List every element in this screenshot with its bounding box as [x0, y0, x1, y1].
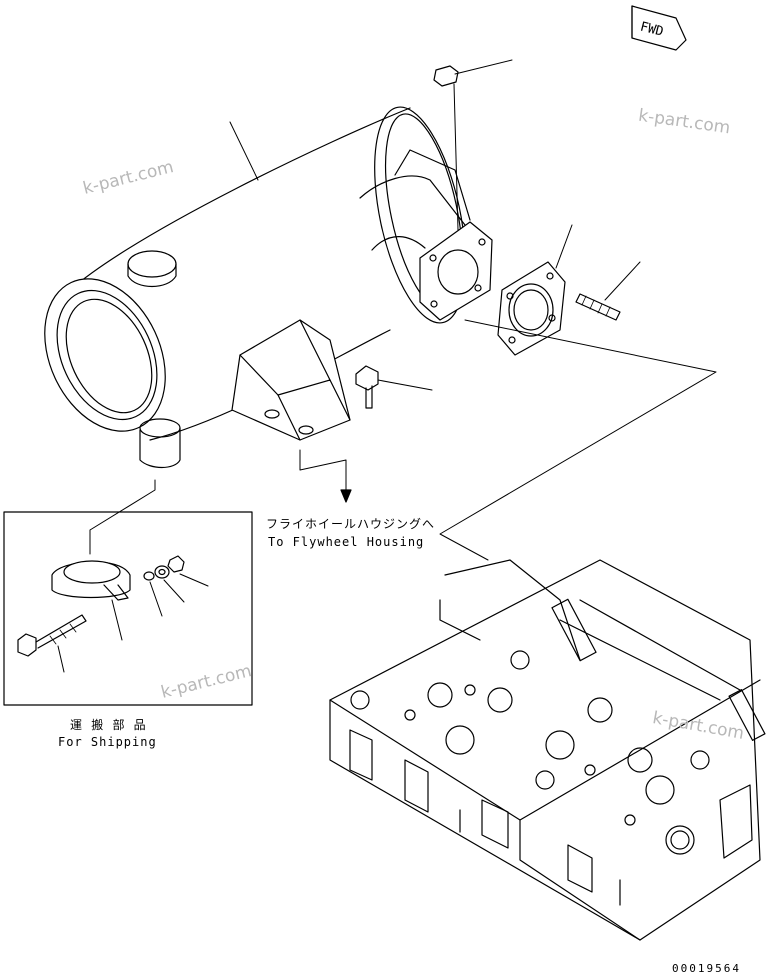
gasket-part [497, 224, 573, 356]
fwd-arrow-icon: FWD [631, 5, 687, 51]
flywheel-label-jp: フライホイールハウジングへ [266, 517, 436, 531]
drawing-number: 00019564 [672, 962, 741, 975]
fwd-label: FWD [639, 20, 666, 40]
stud-part [575, 261, 641, 321]
nut-part [433, 59, 513, 231]
cylinder-head [329, 559, 766, 941]
bolt-part [355, 365, 433, 409]
shipping-parts-box [3, 479, 253, 706]
shipping-label-en: For Shipping [58, 735, 157, 749]
flywheel-label-en: To Flywheel Housing [268, 535, 425, 549]
muffler [44, 106, 493, 503]
shipping-label-jp: 運 搬 部 品 [70, 718, 147, 732]
